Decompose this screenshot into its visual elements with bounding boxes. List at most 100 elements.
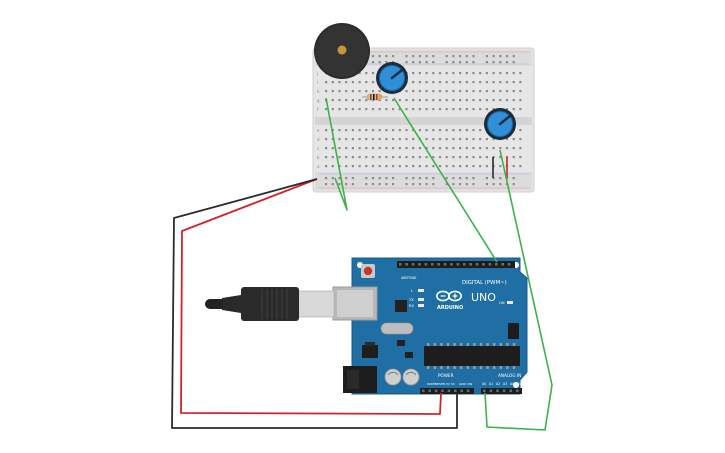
breadboard-hole (338, 99, 341, 102)
breadboard-hole (459, 72, 462, 75)
breadboard-hole (365, 147, 368, 150)
breadboard-hole (472, 147, 475, 150)
breadboard-hole (338, 147, 341, 150)
a5-label: A5 (517, 382, 521, 386)
breadboard-hole (445, 129, 448, 132)
potentiometer-right[interactable] (484, 108, 516, 140)
black-ground-wire[interactable] (171, 178, 458, 429)
buzzer-green-wire[interactable] (325, 97, 348, 211)
breadboard-hole (465, 165, 468, 168)
arduino-uno-board[interactable]: DIGITAL (PWM~) AREF GND L TX RX ON ARDUI… (332, 257, 528, 395)
rail-hole (432, 183, 435, 186)
resistor[interactable] (362, 93, 388, 101)
usb-strain-relief (222, 295, 241, 313)
power-header[interactable] (420, 388, 474, 394)
icsp-header[interactable] (508, 323, 519, 339)
breadboard-hole (392, 108, 395, 111)
header-pin (443, 263, 447, 266)
breadboard-hole (512, 138, 515, 141)
analog-header[interactable] (481, 388, 522, 394)
breadboard-hole (358, 99, 361, 102)
rail-hole (512, 183, 515, 186)
breadboard-hole (331, 99, 334, 102)
rail-hole (425, 61, 428, 64)
chip-pin (453, 343, 456, 346)
breadboard-hole (392, 156, 395, 159)
breadboard-hole (371, 129, 375, 132)
breadboard-hole (351, 108, 354, 111)
breadboard-hole (479, 108, 482, 111)
breadboard-hole (418, 129, 421, 132)
breadboard-hole (472, 165, 475, 168)
header-pin (456, 263, 460, 266)
chip-pin (479, 343, 483, 346)
breadboard-hole (345, 147, 348, 150)
breadboard-hole (499, 90, 502, 93)
breadboard-hole (459, 129, 462, 132)
rail-hole (378, 55, 381, 58)
breadboard-hole (519, 165, 522, 168)
breadboard-hole (459, 90, 462, 93)
breadboard-hole (472, 108, 475, 111)
breadboard-hole (398, 156, 401, 159)
breadboard-hole (338, 129, 341, 132)
usb-cable[interactable] (205, 287, 335, 321)
breadboard-hole (472, 90, 475, 93)
rail-hole (485, 183, 488, 186)
breadboard-hole (505, 81, 509, 84)
rail-hole (425, 183, 428, 186)
rail-hole (412, 61, 415, 64)
row-letters-top: j i h g f (316, 71, 320, 112)
reset-button-cap[interactable] (363, 266, 373, 276)
header-pin (507, 263, 511, 266)
rail-hole (385, 55, 388, 58)
breadboard-hole (325, 156, 328, 159)
breadboard-hole (325, 147, 328, 150)
breadboard-hole (385, 147, 388, 150)
breadboard-hole (345, 99, 348, 102)
breadboard-hole (412, 156, 415, 159)
piezo-buzzer[interactable] (314, 23, 370, 79)
power-pins (422, 389, 470, 393)
rail-hole (485, 55, 488, 58)
breadboard-hole (519, 99, 522, 102)
header-pin (469, 263, 472, 266)
breadboard[interactable]: j i h g f e d c b a (312, 47, 535, 193)
breadboard-hole (412, 138, 415, 141)
breadboard-hole (425, 138, 428, 141)
rail-hole (499, 183, 502, 186)
rail-hole (472, 55, 475, 58)
rail-hole (459, 177, 462, 180)
row-letters-bottom: e d c b a (317, 128, 320, 169)
breadboard-hole (385, 138, 388, 141)
vin-label: VIN (467, 382, 472, 386)
digital-header[interactable] (397, 261, 515, 268)
breadboard-hole (438, 90, 442, 93)
breadboard-hole (452, 81, 455, 84)
potentiometer-left[interactable] (376, 62, 408, 94)
row-label: b (317, 155, 320, 160)
breadboard-hole (499, 72, 502, 75)
rail-hole (452, 177, 455, 180)
breadboard-hole (365, 90, 368, 93)
pot-right-analog-wire[interactable] (484, 149, 553, 431)
red-power-wire[interactable] (180, 178, 442, 415)
breadboard-hole (452, 99, 455, 102)
breadboard-hole (365, 72, 368, 75)
header-pin (434, 389, 438, 393)
usb-port-inner (337, 290, 373, 317)
rail-hole (485, 61, 488, 64)
rail-hole (378, 177, 381, 180)
gnd-pin-label: GND (459, 382, 467, 386)
chip-pin (427, 343, 430, 346)
breadboard-hole (492, 138, 495, 141)
rail-hole (465, 177, 468, 180)
row-label: f (317, 107, 319, 112)
breadboard-hole (405, 156, 408, 159)
pot-left-signal-wire[interactable] (393, 97, 498, 263)
breadboard-hole (512, 90, 515, 93)
breadboard-hole (465, 129, 468, 132)
breadboard-hole (418, 165, 421, 168)
breadboard-hole (445, 99, 448, 102)
breadboard-hole (465, 99, 468, 102)
